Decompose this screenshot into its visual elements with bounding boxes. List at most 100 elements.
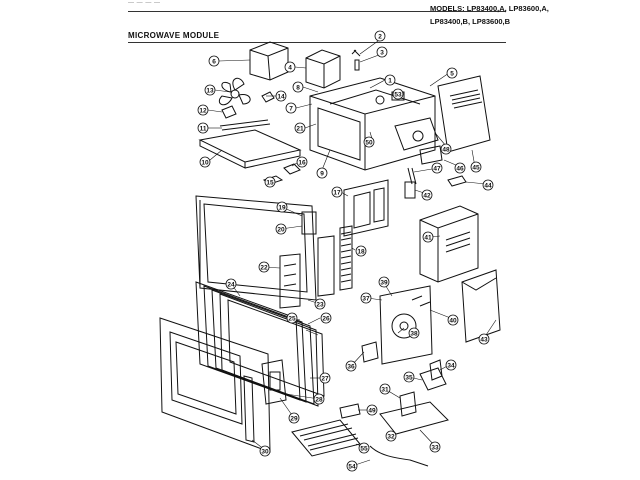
part-cover-4 bbox=[305, 49, 341, 89]
svg-text:23: 23 bbox=[316, 302, 324, 309]
callout-20: 20 bbox=[275, 223, 287, 235]
callout-23: 23 bbox=[314, 298, 326, 310]
models-block: MODELS: LP83400,A, LP83600,A, LP83400,B,… bbox=[430, 3, 549, 28]
part-door-panels bbox=[195, 281, 325, 407]
svg-text:19: 19 bbox=[278, 205, 286, 212]
part-44 bbox=[447, 175, 467, 187]
svg-text:13: 13 bbox=[206, 88, 214, 95]
svg-text:1: 1 bbox=[388, 78, 392, 85]
callout-41: 41 bbox=[422, 231, 434, 243]
svg-text:28: 28 bbox=[315, 397, 323, 404]
svg-text:49: 49 bbox=[368, 408, 376, 415]
svg-text:11: 11 bbox=[200, 126, 207, 133]
callout-25: 25 bbox=[286, 312, 298, 324]
callout-29: 29 bbox=[288, 412, 300, 424]
svg-text:9: 9 bbox=[320, 171, 324, 178]
svg-text:8: 8 bbox=[296, 85, 300, 92]
part-14 bbox=[261, 91, 275, 103]
part-16 bbox=[283, 163, 301, 175]
callout-22: 22 bbox=[258, 261, 270, 273]
callout-38: 38 bbox=[408, 327, 420, 339]
svg-text:50: 50 bbox=[365, 140, 373, 147]
part-base-33 bbox=[379, 391, 449, 435]
part-12 bbox=[221, 105, 237, 119]
callout-35: 35 bbox=[403, 371, 415, 383]
models-line-1: LP83400,A, LP83600,A, bbox=[466, 4, 549, 13]
svg-text:25: 25 bbox=[288, 316, 296, 323]
svg-text:33: 33 bbox=[431, 445, 439, 452]
callout-45: 45 bbox=[470, 161, 482, 173]
callouts: 6 4 8 2 3 1 13 14 12 11 10 16 15 9 7 21 … bbox=[197, 30, 494, 472]
svg-text:35: 35 bbox=[405, 375, 413, 382]
svg-text:53: 53 bbox=[394, 92, 402, 99]
svg-text:32: 32 bbox=[387, 434, 395, 441]
header-rule-bottom bbox=[128, 42, 506, 43]
callout-21a: 21 bbox=[294, 122, 306, 134]
part-mount-plate-38 bbox=[379, 285, 433, 365]
part-latch-28 bbox=[261, 359, 287, 405]
svg-text:41: 41 bbox=[424, 235, 432, 242]
part-components-48-46 bbox=[394, 117, 443, 165]
svg-text:26: 26 bbox=[322, 316, 330, 323]
svg-text:27: 27 bbox=[321, 376, 329, 383]
callout-13: 13 bbox=[204, 84, 216, 96]
part-cavity-9 bbox=[309, 77, 436, 171]
callout-40: 40 bbox=[447, 314, 459, 326]
svg-text:18: 18 bbox=[357, 249, 365, 256]
callout-2: 2 bbox=[374, 30, 386, 42]
svg-text:42: 42 bbox=[423, 193, 431, 200]
callout-30: 30 bbox=[259, 445, 271, 457]
svg-text:55: 55 bbox=[360, 446, 368, 453]
svg-text:30: 30 bbox=[261, 449, 269, 456]
part-bracket-6 bbox=[249, 41, 289, 81]
callout-3: 3 bbox=[376, 46, 388, 58]
part-outer-door-30 bbox=[159, 317, 271, 453]
svg-text:17: 17 bbox=[333, 190, 341, 197]
svg-text:48: 48 bbox=[442, 147, 450, 154]
svg-text:47: 47 bbox=[433, 166, 441, 173]
svg-text:38: 38 bbox=[410, 331, 418, 338]
svg-text:3: 3 bbox=[380, 50, 384, 57]
part-rack-55 bbox=[291, 419, 361, 457]
svg-text:31: 31 bbox=[381, 387, 389, 394]
callout-42: 42 bbox=[421, 189, 433, 201]
callout-18: 18 bbox=[355, 245, 367, 257]
svg-text:43: 43 bbox=[480, 337, 488, 344]
part-35 bbox=[419, 367, 447, 391]
callout-33: 33 bbox=[429, 441, 441, 453]
svg-text:7: 7 bbox=[289, 106, 293, 113]
svg-text:54: 54 bbox=[348, 464, 356, 471]
callout-1: 1 bbox=[384, 74, 396, 86]
callout-31: 31 bbox=[379, 383, 391, 395]
callout-6: 6 bbox=[208, 55, 220, 67]
callout-47: 47 bbox=[431, 162, 443, 174]
svg-text:29: 29 bbox=[290, 416, 298, 423]
callout-24: 24 bbox=[225, 278, 237, 290]
part-grille-18 bbox=[339, 225, 353, 291]
callout-12: 12 bbox=[197, 104, 209, 116]
svg-text:24: 24 bbox=[227, 282, 235, 289]
svg-text:46: 46 bbox=[456, 166, 464, 173]
callout-49: 49 bbox=[366, 404, 378, 416]
svg-text:22: 22 bbox=[260, 265, 268, 272]
callout-11: 11 bbox=[197, 122, 209, 134]
part-47 bbox=[407, 167, 417, 185]
svg-text:34: 34 bbox=[447, 363, 455, 370]
callout-8a: 8 bbox=[292, 81, 304, 93]
part-tray-10 bbox=[198, 129, 302, 169]
models-label: MODELS: bbox=[430, 4, 465, 13]
svg-text:37: 37 bbox=[362, 296, 370, 303]
part-fan-blade-13 bbox=[218, 77, 251, 106]
callout-15: 15 bbox=[264, 176, 276, 188]
part-panel-45 bbox=[437, 75, 491, 153]
callout-14: 14 bbox=[275, 90, 287, 102]
callout-28: 28 bbox=[313, 393, 325, 405]
callout-54: 54 bbox=[346, 460, 358, 472]
part-11 bbox=[219, 119, 271, 131]
svg-text:12: 12 bbox=[199, 108, 207, 115]
callout-48: 48 bbox=[440, 143, 452, 155]
svg-text:40: 40 bbox=[449, 318, 457, 325]
callout-7: 7 bbox=[285, 102, 297, 114]
part-cord-54 bbox=[369, 445, 429, 467]
